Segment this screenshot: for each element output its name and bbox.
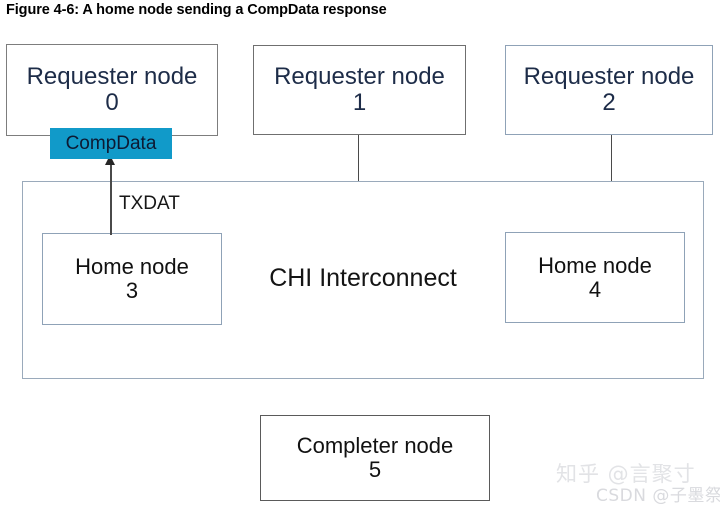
txdat-arrow-shaft <box>110 163 112 235</box>
node-home-3: Home node 3 <box>42 233 222 325</box>
node-requester-0-id: 0 <box>105 89 119 116</box>
node-requester-1: Requester node 1 <box>253 45 466 135</box>
node-home-3-title: Home node <box>75 254 189 280</box>
node-home-4-title: Home node <box>538 252 652 278</box>
connector-requester-2 <box>611 135 613 182</box>
chi-interconnect-label: CHI Interconnect <box>269 264 457 292</box>
arrow-up-icon <box>105 155 115 165</box>
node-home-4-id: 4 <box>588 276 602 302</box>
txdat-channel-label: TXDAT <box>119 193 180 214</box>
node-requester-0: Requester node 0 <box>6 44 218 136</box>
node-home-4: Home node 4 <box>505 232 685 323</box>
node-requester-1-title: Requester node <box>274 63 445 91</box>
node-completer-5-id: 5 <box>368 457 382 482</box>
node-requester-0-title: Requester node <box>26 63 198 91</box>
watermark-zhihu: 知乎 @言聚寸 <box>556 462 696 486</box>
node-completer-5-title: Completer node <box>296 433 454 459</box>
node-requester-2: Requester node 2 <box>505 45 713 135</box>
node-requester-1-id: 1 <box>352 89 367 116</box>
connector-requester-1 <box>358 135 360 182</box>
node-requester-2-title: Requester node <box>523 63 695 91</box>
figure-caption: Figure 4-6: A home node sending a CompDa… <box>6 2 387 18</box>
node-completer-5: Completer node 5 <box>260 415 490 501</box>
compdata-message-badge: CompData <box>50 128 172 159</box>
watermark-csdn: CSDN @子墨祭 <box>596 486 720 506</box>
node-home-3-id: 3 <box>125 278 139 303</box>
node-requester-2-id: 2 <box>602 89 616 116</box>
